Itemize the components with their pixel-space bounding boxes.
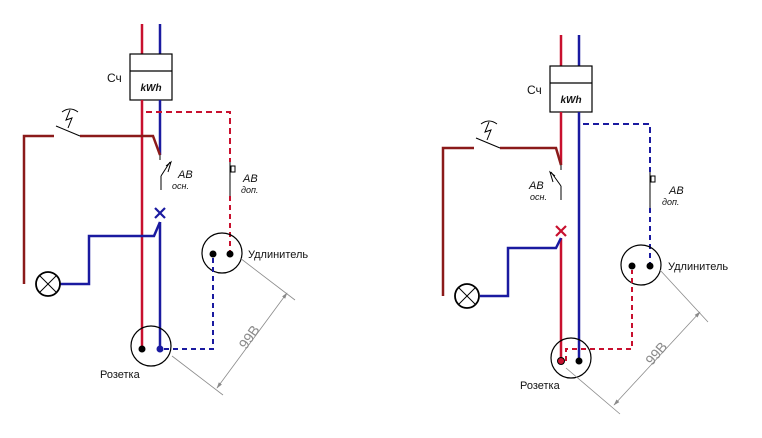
diagram-right: kWh Сч АВ осн.: [441, 35, 728, 415]
switch-wire: [441, 146, 474, 296]
extra-breaker-sublabel: доп.: [662, 197, 679, 207]
socket-icon: [550, 337, 592, 379]
extra-breaker-sublabel: доп.: [241, 185, 258, 195]
break-mark-icon: [154, 207, 166, 219]
voltage-dimension: [171, 257, 296, 396]
meter-unit: kWh: [560, 95, 581, 106]
diagram-left: kWh Сч АВ осн.: [22, 24, 308, 396]
main-breaker-label: АВ: [177, 169, 193, 181]
switch-wire-right: [500, 146, 563, 166]
socket-label: Розетка: [100, 369, 141, 381]
electricity-meter: kWh: [549, 65, 593, 113]
extra-neutral-dashed: [583, 123, 651, 172]
switch-wire: [22, 134, 54, 284]
lamp-neutral-wire: [480, 237, 563, 298]
break-mark-icon: [555, 225, 567, 237]
extra-breaker-label: АВ: [242, 173, 258, 185]
extension-socket-icon: [620, 244, 662, 286]
extension-label: Удлинитель: [668, 261, 728, 273]
main-breaker-sublabel: осн.: [530, 192, 547, 202]
lamp-icon: [35, 271, 61, 297]
extra-breaker-icon: [649, 172, 656, 208]
socket-label: Розетка: [520, 380, 561, 392]
extension-socket-icon: [201, 232, 243, 274]
electricity-meter: kWh: [129, 53, 173, 101]
extension-label: Удлинитель: [248, 249, 308, 261]
main-breaker-label: АВ: [528, 180, 544, 192]
meter-label: Сч: [107, 71, 122, 85]
light-switch-icon: [55, 108, 81, 137]
extra-breaker-label: АВ: [668, 185, 684, 197]
lamp-icon: [454, 283, 480, 309]
extension-link-dashed: [164, 258, 214, 350]
voltage-label: 99В: [642, 339, 670, 368]
light-switch-icon: [475, 120, 501, 149]
lamp-neutral-wire: [60, 221, 162, 286]
voltage-label: 99В: [235, 322, 262, 352]
extension-link-dashed: [565, 270, 633, 361]
main-breaker-sublabel: осн.: [172, 181, 189, 191]
main-breaker-icon: [159, 155, 172, 190]
extra-phase-dashed: [146, 111, 231, 162]
extra-breaker-icon: [229, 162, 236, 196]
main-breaker-icon: [549, 165, 562, 200]
meter-label: Сч: [527, 83, 542, 97]
meter-unit: kWh: [140, 83, 161, 94]
socket-icon: [130, 325, 172, 367]
switch-wire-right: [80, 134, 162, 156]
voltage-dimension: [565, 269, 709, 415]
